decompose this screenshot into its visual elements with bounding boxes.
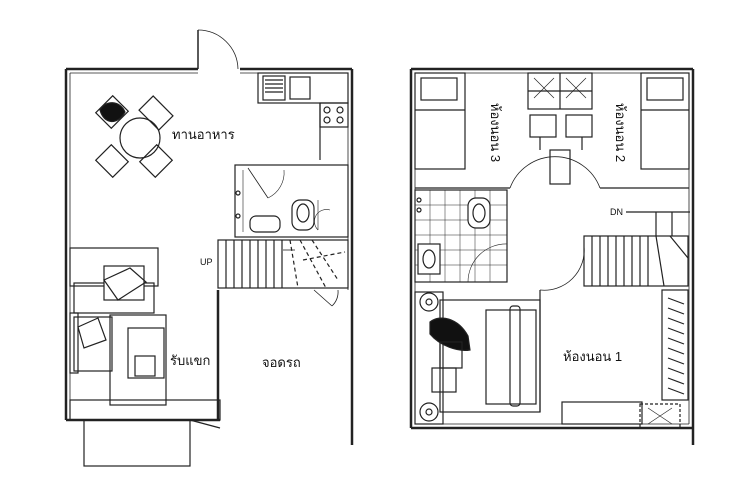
upper-stair — [583, 211, 690, 287]
upper-floor-plan — [409, 67, 695, 445]
bedroom-1-bed — [414, 290, 541, 425]
ground-stair — [217, 239, 349, 289]
bedroom-3-bed — [414, 72, 510, 189]
upper-bathroom — [414, 189, 508, 283]
living-furniture — [69, 247, 221, 421]
upper-exterior-walls — [409, 67, 695, 445]
dining-table-set — [94, 94, 174, 179]
ground-bathroom — [234, 164, 349, 238]
entry-door — [197, 29, 239, 70]
bedroom-1-wardrobe — [661, 289, 689, 401]
upper-closets — [527, 72, 593, 185]
kitchen-counter — [257, 72, 349, 160]
bedroom-2-bed — [600, 72, 690, 189]
balcony-unit — [561, 401, 681, 429]
front-porch — [83, 419, 191, 467]
ground-floor-plan — [64, 29, 354, 467]
